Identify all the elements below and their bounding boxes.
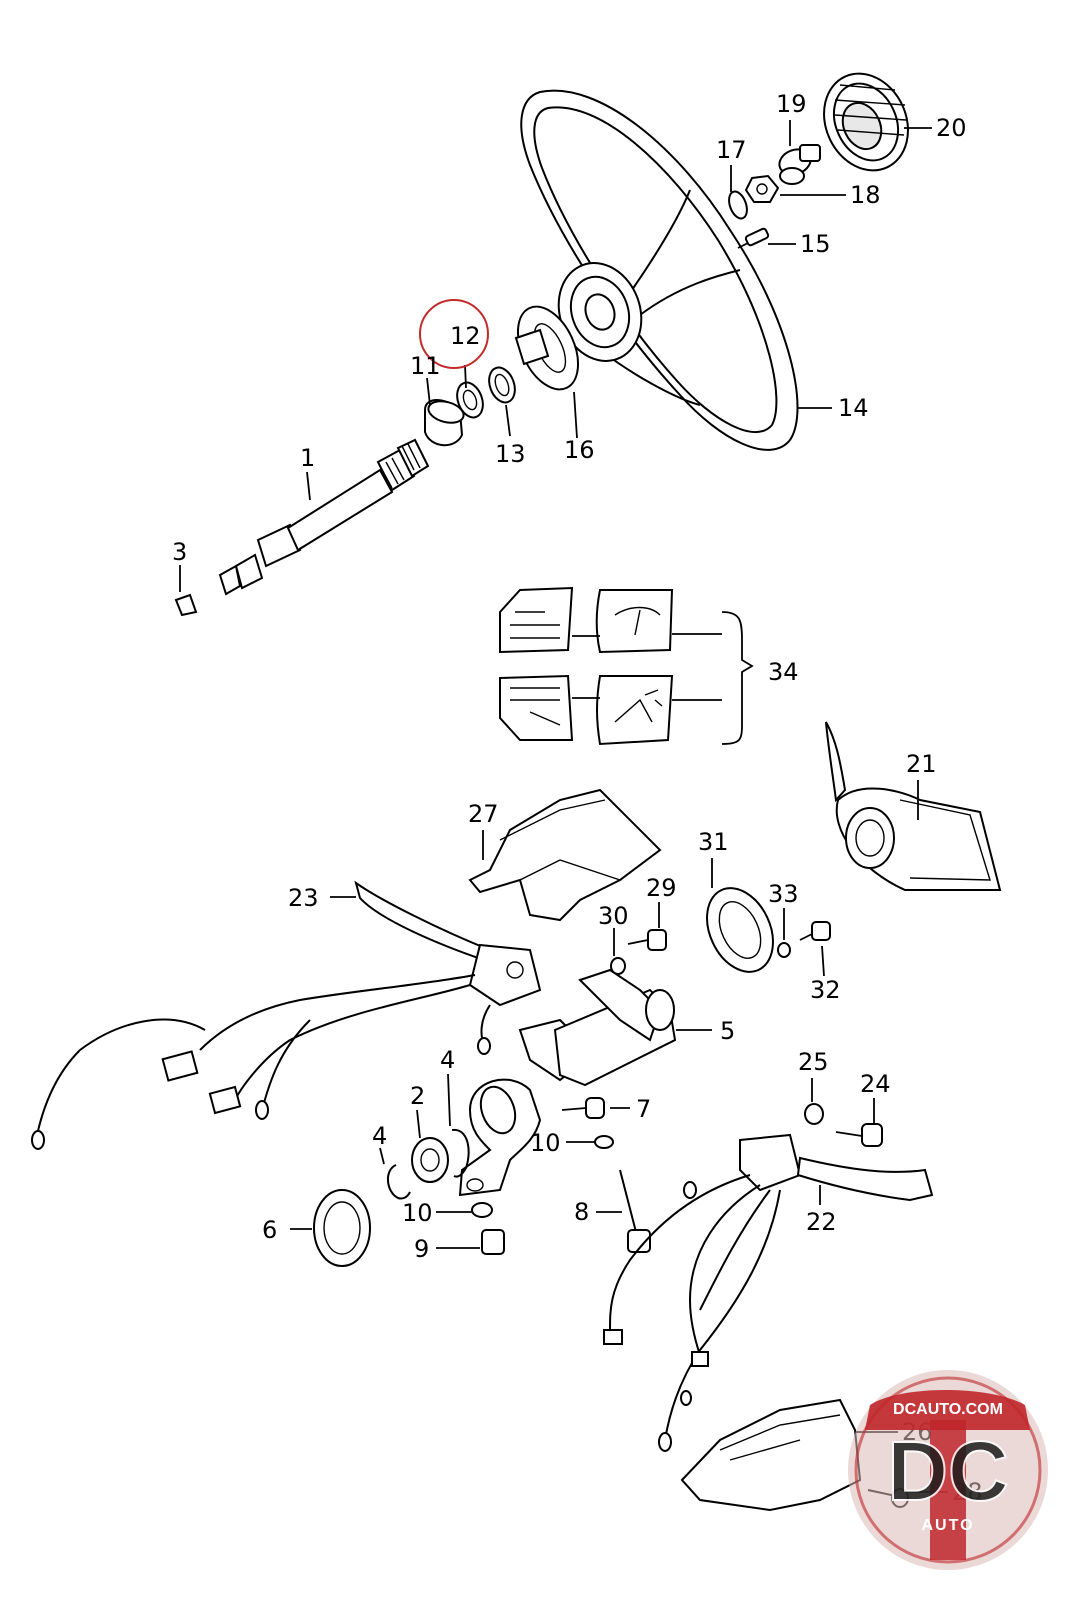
circlip-right — [451, 1128, 470, 1178]
label-part-13: 13 — [495, 440, 526, 468]
washer-10-lower — [471, 1202, 493, 1218]
label-part-14: 14 — [838, 394, 869, 422]
spring — [488, 366, 516, 404]
label-part-22: 22 — [806, 1208, 837, 1236]
steering-wheel — [520, 89, 799, 451]
label-part-20: 20 — [936, 114, 967, 142]
bolt-9 — [481, 1229, 505, 1255]
upper-column-cover — [468, 788, 662, 922]
label-part-23: 23 — [288, 884, 319, 912]
horn-contact — [778, 144, 821, 185]
cancelling-ring — [514, 305, 580, 391]
column-tube — [518, 968, 677, 1087]
label-part-9: 9 — [414, 1235, 429, 1263]
label-part-10-lower: 10 — [402, 1199, 433, 1227]
label-part-1: 1 — [300, 444, 315, 472]
bushing — [424, 399, 465, 447]
bolt-8 — [619, 1169, 651, 1253]
small-screw — [737, 227, 770, 249]
label-part-17: 17 — [716, 136, 747, 164]
washer-10-upper — [594, 1135, 614, 1149]
retaining-clip — [174, 593, 198, 617]
lower-column-cover — [680, 1398, 862, 1512]
steering-shaft — [218, 438, 430, 596]
label-part-27: 27 — [468, 800, 499, 828]
bolt-7 — [561, 1097, 605, 1119]
label-part-34: 34 — [768, 658, 799, 686]
horn-button — [823, 72, 909, 172]
screw-29 — [627, 929, 667, 951]
bearing — [411, 1137, 449, 1183]
label-part-19: 19 — [776, 90, 807, 118]
label-part-3: 3 — [172, 538, 187, 566]
label-part-11: 11 — [410, 352, 441, 380]
label-part-33: 33 — [768, 880, 799, 908]
label-part-10-upper: 10 — [530, 1129, 561, 1157]
highlight-circle — [419, 299, 489, 369]
bolt-24 — [835, 1123, 883, 1147]
switch-symbol-set — [499, 586, 754, 746]
label-part-12: 12 — [450, 322, 481, 350]
label-part-15: 15 — [800, 230, 831, 258]
label-part-29: 29 — [646, 874, 677, 902]
washer-30 — [610, 957, 626, 975]
contact-ring — [706, 887, 774, 973]
logo-mark-text: DC — [887, 1424, 1008, 1518]
label-part-30: 30 — [598, 902, 629, 930]
label-part-24: 24 — [860, 1070, 891, 1098]
label-part-8: 8 — [574, 1198, 589, 1226]
label-part-32: 32 — [810, 976, 841, 1004]
circlip-left — [387, 1164, 411, 1200]
label-part-6: 6 — [262, 1216, 277, 1244]
column-mount-bracket — [458, 1078, 542, 1197]
lock-washer — [728, 190, 748, 220]
label-part-16: 16 — [564, 436, 595, 464]
dcauto-watermark-logo: DCAUTO.COM DC AUTO — [848, 1370, 1048, 1570]
label-part-25: 25 — [798, 1048, 829, 1076]
washer-33 — [777, 942, 791, 958]
label-part-7: 7 — [636, 1095, 651, 1123]
logo-sub-text: AUTO — [921, 1517, 974, 1534]
seal-ring — [313, 1189, 371, 1267]
label-part-31: 31 — [698, 828, 729, 856]
label-part-4-right: 4 — [440, 1046, 455, 1074]
label-part-21: 21 — [906, 750, 937, 778]
switch-cover — [825, 721, 1002, 891]
screw-32 — [799, 921, 831, 941]
label-part-2: 2 — [410, 1082, 425, 1110]
wiper-switch — [603, 1133, 934, 1452]
logo-domain-text: DCAUTO.COM — [893, 1401, 1003, 1418]
label-part-18: 18 — [850, 181, 881, 209]
nut — [744, 174, 780, 203]
turn-signal-switch — [31, 880, 542, 1150]
label-part-4-left: 4 — [372, 1122, 387, 1150]
washer-25 — [804, 1103, 824, 1125]
label-part-5: 5 — [720, 1017, 735, 1045]
support-ring — [456, 381, 484, 419]
